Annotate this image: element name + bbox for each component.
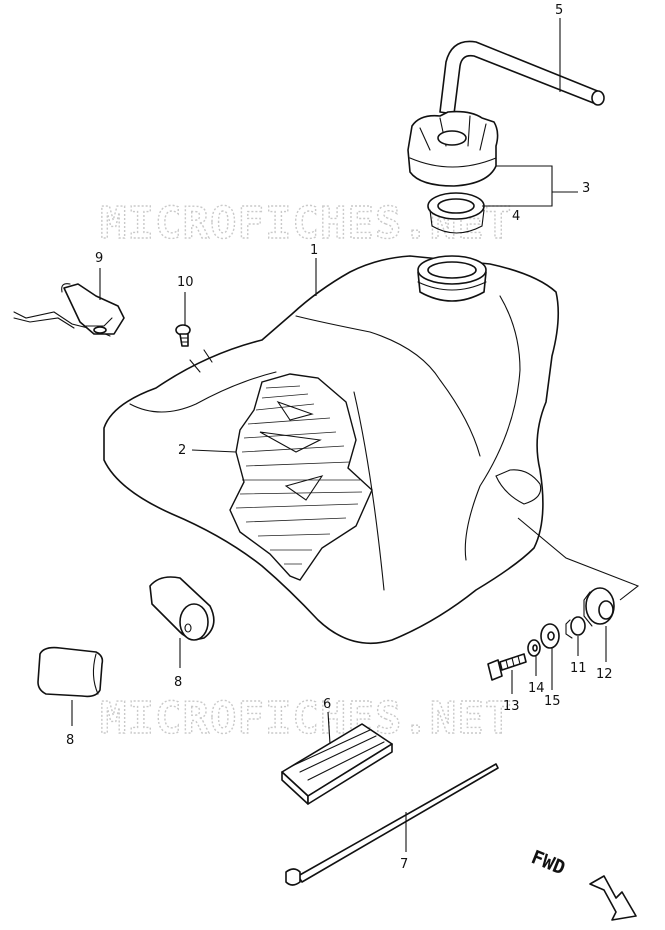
cushion-upper	[149, 576, 215, 641]
forward-direction-indicator: FWD	[528, 846, 637, 921]
callout-7: 7	[400, 857, 408, 872]
callout-15: 15	[544, 694, 561, 709]
callout-2: 2	[178, 443, 186, 458]
callout-8-upper: 8	[174, 675, 182, 690]
callout-12: 12	[596, 667, 613, 682]
callout-14: 14	[528, 681, 545, 696]
callout-labels: 5 3 4 1 9 10 2 8 8 11 12 15 14 13 6 7	[66, 3, 613, 872]
callout-1: 1	[310, 243, 318, 258]
bolt	[487, 653, 527, 681]
callout-6: 6	[323, 697, 331, 712]
rubber-cushion	[583, 587, 615, 627]
cable-tie	[285, 763, 499, 886]
forward-arrow-icon	[589, 875, 637, 921]
collar	[565, 616, 586, 639]
protector-pad	[281, 723, 393, 805]
callout-9: 9	[95, 251, 103, 266]
large-washer	[540, 623, 560, 649]
fwd-label: FWD	[528, 846, 568, 879]
callout-3: 3	[582, 181, 590, 196]
cushion-lower	[37, 646, 104, 698]
callout-11: 11	[570, 661, 587, 676]
callout-5: 5	[555, 3, 563, 18]
callout-4: 4	[512, 209, 520, 224]
fuel-cap	[407, 110, 499, 187]
callout-13: 13	[503, 699, 520, 714]
leader-lines	[71, 18, 640, 852]
callout-10: 10	[177, 275, 194, 290]
small-washer	[527, 639, 541, 657]
screw	[175, 324, 191, 347]
callout-8-lower: 8	[66, 733, 74, 748]
watermark-bottom: MICROFICHES.NET	[100, 693, 512, 744]
bracket-clip	[13, 283, 125, 337]
breather-hose	[439, 40, 605, 115]
